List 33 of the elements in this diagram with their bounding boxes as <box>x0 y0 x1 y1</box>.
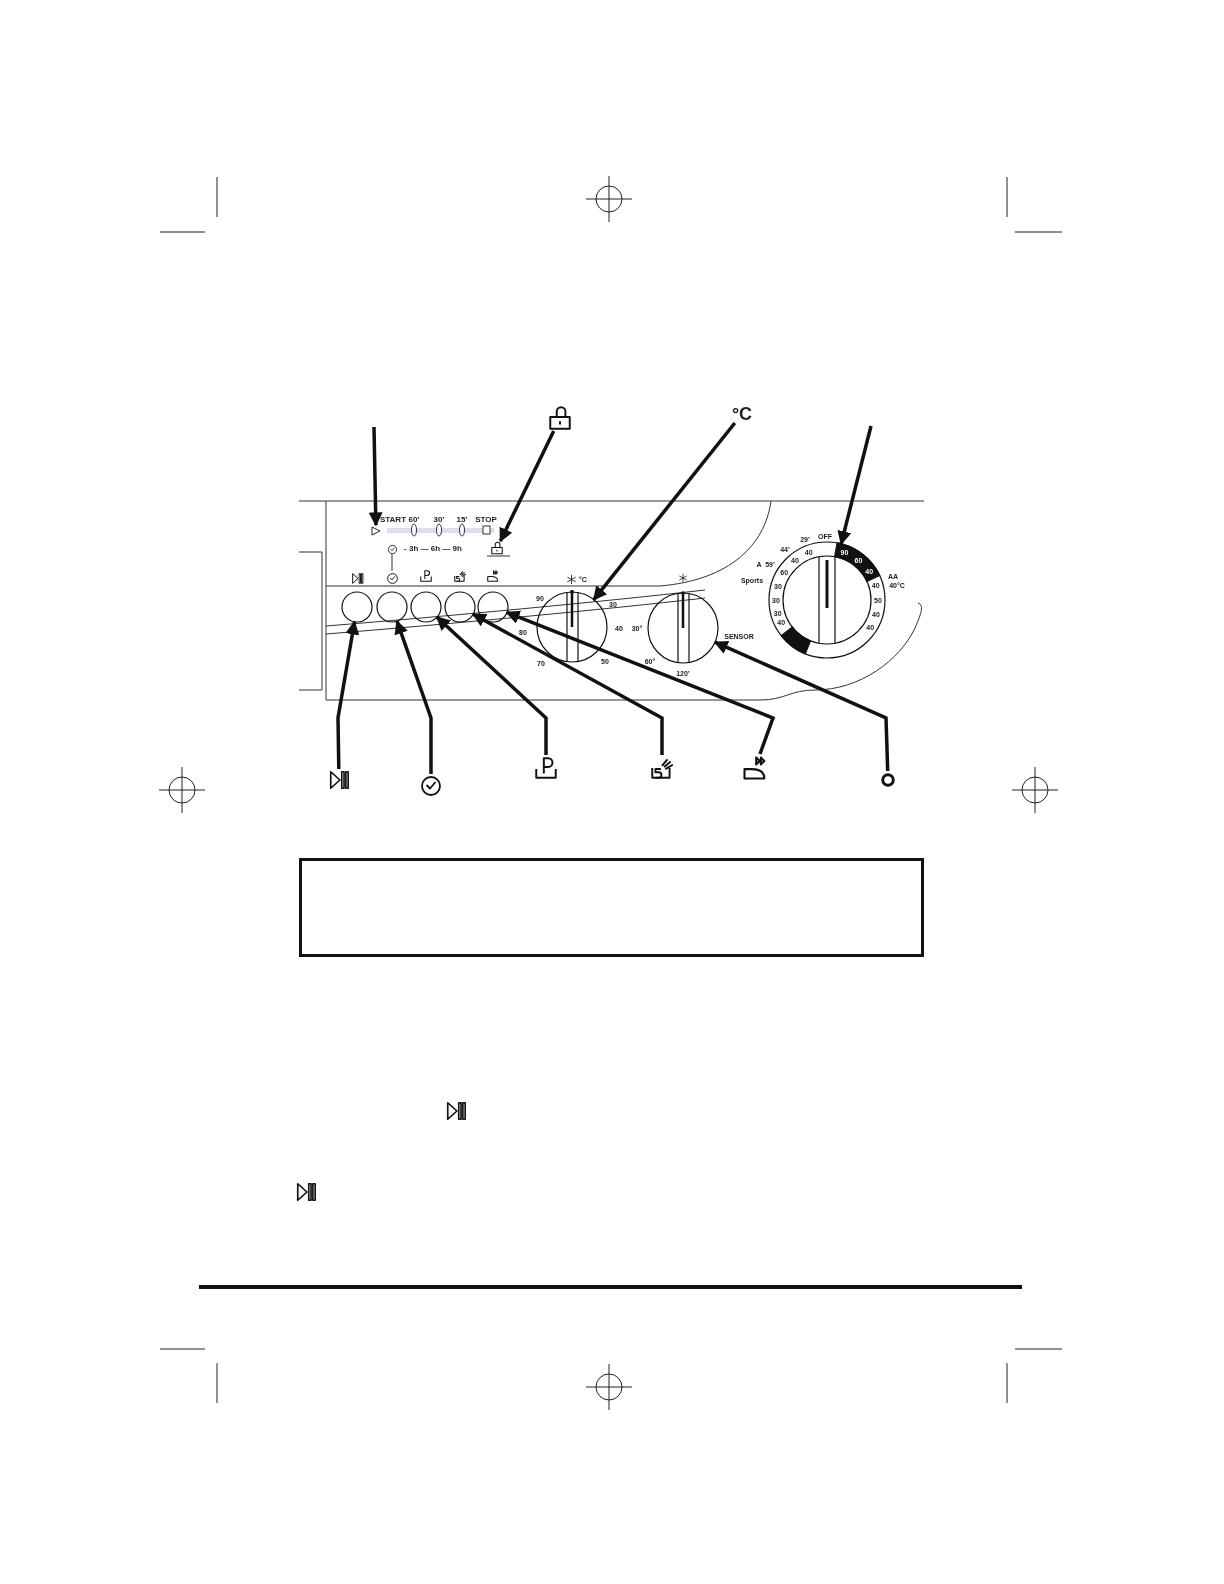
timer-label: START <box>379 516 407 524</box>
lock-icon <box>547 405 573 431</box>
start-marker <box>370 525 382 537</box>
timer-label: 30’ <box>433 516 445 524</box>
frame-box <box>299 858 924 957</box>
temperature-dial <box>535 590 609 664</box>
timer-label: 60’ <box>408 516 420 524</box>
button <box>443 590 477 624</box>
delay-label: - 3h — 6h — 9h <box>404 545 462 553</box>
leader-arrow <box>713 640 890 772</box>
leader-arrow <box>498 430 556 543</box>
play-pause-icon <box>328 769 350 791</box>
leader-arrow <box>435 615 548 755</box>
leader-arrow <box>592 421 737 601</box>
leader-arrow <box>505 610 776 755</box>
button <box>340 590 374 624</box>
unit-label: °C <box>731 405 753 423</box>
timer-label: STOP <box>475 516 497 524</box>
prewash-icon <box>533 755 559 781</box>
button <box>476 590 510 624</box>
timer-label: 15’ <box>456 516 468 524</box>
spin-dial <box>646 591 720 665</box>
button <box>409 590 443 624</box>
leader-arrow <box>837 425 873 546</box>
leader-arrow <box>394 619 433 774</box>
leader-arrow <box>336 620 360 770</box>
leader-arrow <box>471 612 664 755</box>
leader-arrow <box>368 426 383 527</box>
clock-icon <box>419 774 443 798</box>
lock-icon <box>490 541 504 555</box>
button <box>375 590 409 624</box>
programme-dial <box>767 540 887 660</box>
ring-icon <box>879 771 897 789</box>
